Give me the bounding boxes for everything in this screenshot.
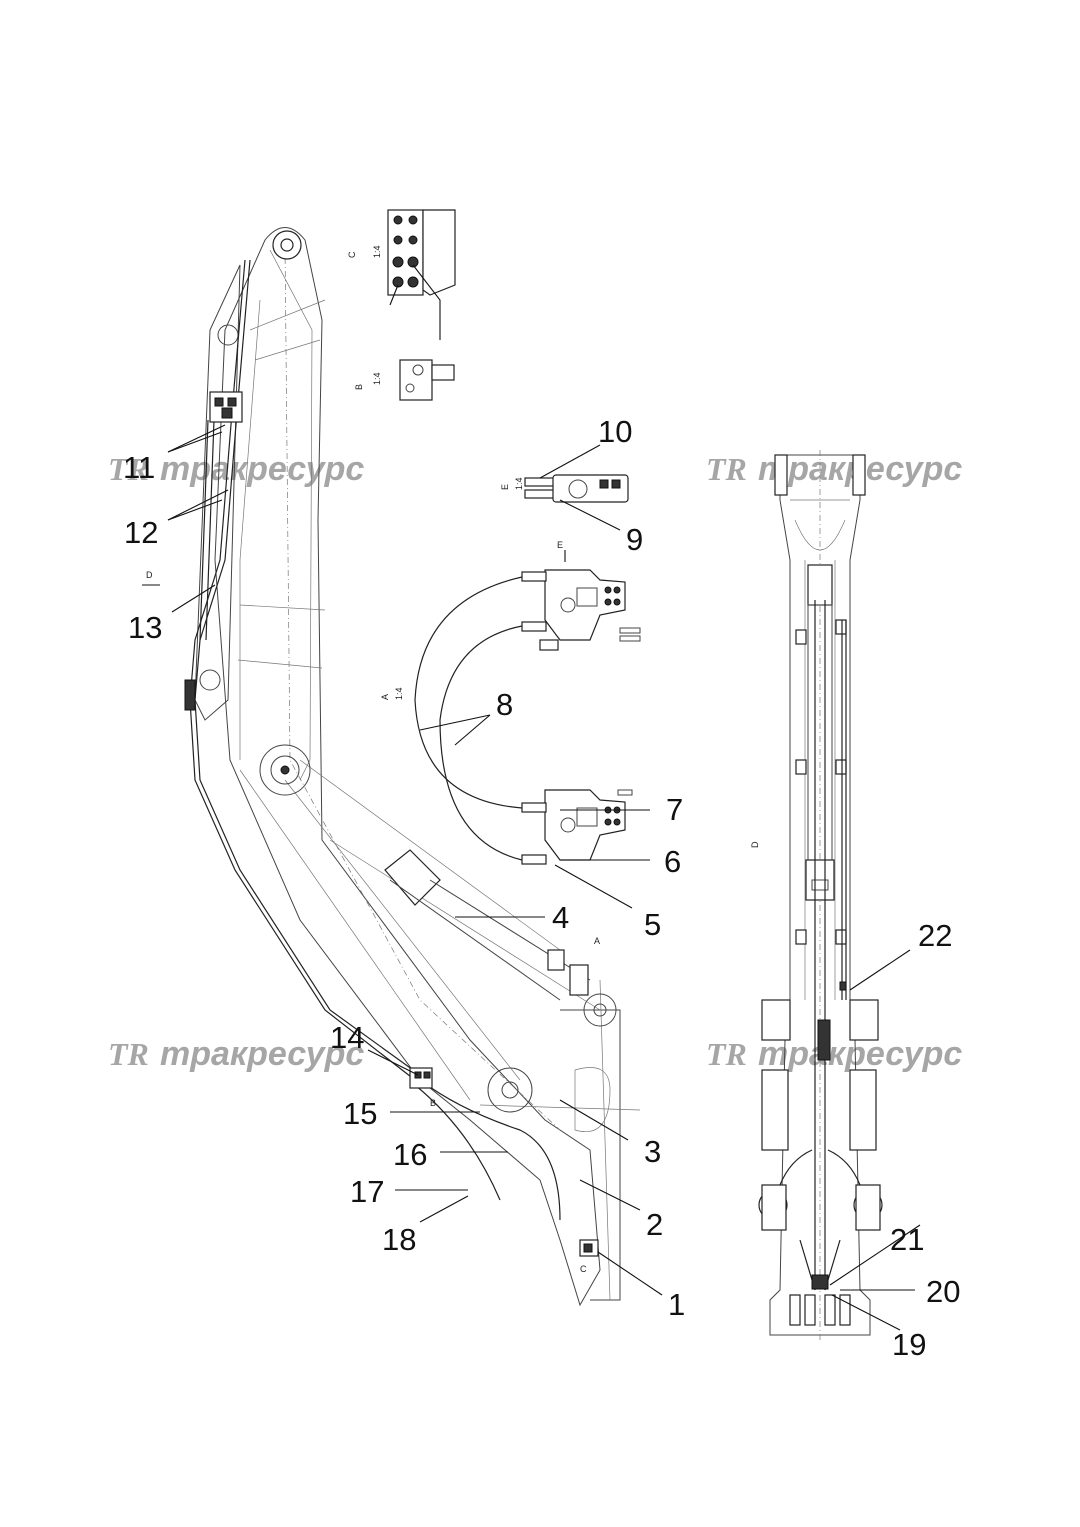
view-b-scale: 1:4 (372, 372, 382, 385)
view-a-scale: 1:4 (394, 687, 404, 700)
view-a-title: A (380, 694, 390, 700)
detail-view-c: C 1:4 (347, 209, 456, 340)
hose-loop-outer (414, 576, 523, 809)
watermark-logo: TR (108, 1036, 149, 1072)
callout-13: 13 (128, 610, 162, 645)
callout-16: 16 (393, 1137, 427, 1172)
callout-19: 19 (892, 1327, 926, 1362)
valve-lower (544, 789, 626, 861)
detail-view-b: B 1:4 (354, 359, 455, 401)
callout-7: 7 (666, 792, 683, 827)
view-c-title: C (347, 251, 357, 258)
callout-3: 3 (644, 1134, 661, 1169)
boom-cylinder-pin (259, 744, 311, 796)
callout-8: 8 (496, 687, 513, 722)
callout-11: 11 (123, 450, 155, 485)
callout-6: 6 (664, 844, 681, 879)
watermark-logo: TR (706, 1036, 747, 1072)
view-d-title: D (750, 841, 760, 848)
view-b-label: B (430, 1098, 436, 1108)
top-cylinder-head (807, 564, 833, 606)
callout-5: 5 (644, 907, 661, 942)
valve-block-b (399, 359, 433, 401)
watermark-bottom-right: TR тракресурс (706, 1035, 962, 1073)
detail-view-a: A 1:4 (380, 569, 641, 865)
callout-18: 18 (382, 1222, 416, 1257)
callout-labels: 1 2 3 4 5 6 7 8 9 10 11 12 13 14 15 16 1… (123, 414, 960, 1362)
callout-14: 14 (330, 1020, 364, 1055)
top-foot-left (761, 1069, 789, 1151)
callout-2: 2 (646, 1207, 663, 1242)
callout-21: 21 (890, 1222, 924, 1257)
callout-12: 12 (124, 515, 158, 550)
watermark-text: тракресурс (160, 450, 364, 488)
callout-1: 1 (668, 1287, 685, 1322)
view-e-arrow-label: E (557, 540, 563, 550)
callout-10: 10 (598, 414, 632, 449)
view-d-arrow-label: D (146, 570, 153, 580)
top-bottom-block (811, 1274, 829, 1290)
view-e-scale: 1:4 (514, 477, 524, 490)
callout-9: 9 (626, 522, 643, 557)
boom-foot-pin (487, 1067, 533, 1113)
view-c-scale: 1:4 (372, 245, 382, 258)
callout-4: 4 (552, 900, 569, 935)
watermark-top-right: TR тракресурс (706, 450, 962, 488)
callout-22: 22 (918, 918, 952, 953)
boom-top-view: D (750, 450, 883, 1340)
watermark-logo: TR (108, 451, 149, 487)
top-foot-right (849, 1069, 877, 1151)
view-c-label: C (580, 1264, 587, 1274)
watermark-top-left: TR тракресурс (108, 450, 364, 488)
watermark-text: тракресурс (758, 1035, 962, 1073)
callout-15: 15 (343, 1096, 377, 1131)
watermark-text: тракресурс (160, 1035, 364, 1073)
view-a-label: A (594, 936, 600, 946)
watermark-logo: TR (706, 451, 747, 487)
watermark-bottom-left: TR тракресурс (108, 1035, 364, 1073)
boom-side-view: B C A D (142, 227, 641, 1307)
valve-upper (544, 569, 626, 641)
view-b-title: B (354, 384, 364, 390)
view-e-title: E (500, 484, 510, 490)
detail-view-e: E 1:4 E (500, 474, 629, 562)
hose-loop-inner (439, 625, 523, 861)
callout-20: 20 (926, 1274, 960, 1309)
stick-valve (209, 391, 243, 423)
boom-cylinder-clamp (384, 849, 441, 906)
callout-17: 17 (350, 1174, 384, 1209)
leader-lines (167, 424, 921, 1331)
